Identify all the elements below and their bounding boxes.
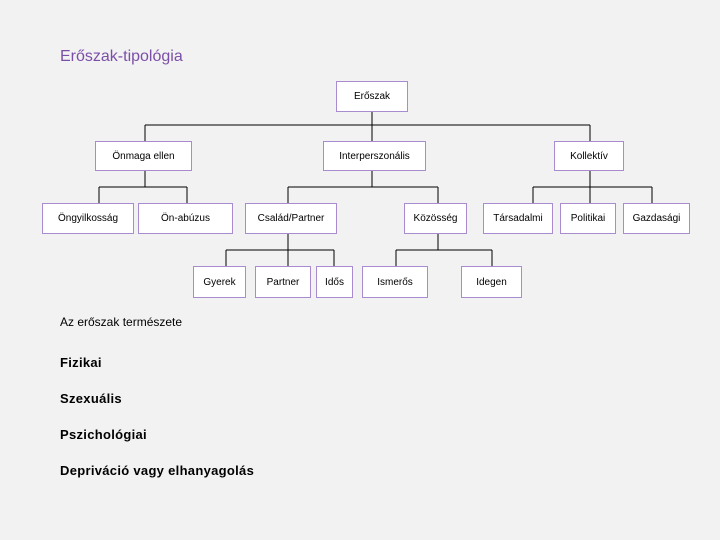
node-stranger: Idegen [461,266,522,298]
node-suicide: Öngyilkosság [42,203,134,234]
node-partner: Partner [255,266,311,298]
node-family-partner: Család/Partner [245,203,337,234]
node-political: Politikai [560,203,616,234]
node-interpersonal: Interperszonális [323,141,426,171]
node-elder: Idős [316,266,353,298]
nature-item-psychological: Pszichológiai [60,427,147,442]
node-self-abuse: Ön-abúzus [138,203,233,234]
node-root: Erőszak [336,81,408,112]
node-self: Önmaga ellen [95,141,192,171]
nature-heading: Az erőszak természete [60,315,183,329]
node-social: Társadalmi [483,203,553,234]
node-collective: Kollektív [554,141,624,171]
nature-item-deprivation: Depriváció vagy elhanyagolás [60,463,255,478]
nature-item-physical: Fizikai [60,355,102,370]
node-community: Közösség [404,203,467,234]
node-acquaintance: Ismerős [362,266,428,298]
node-economic: Gazdasági [623,203,690,234]
node-child: Gyerek [193,266,246,298]
slide-title: Erőszak-tipológia [60,48,183,65]
nature-item-sexual: Szexuális [60,391,122,406]
